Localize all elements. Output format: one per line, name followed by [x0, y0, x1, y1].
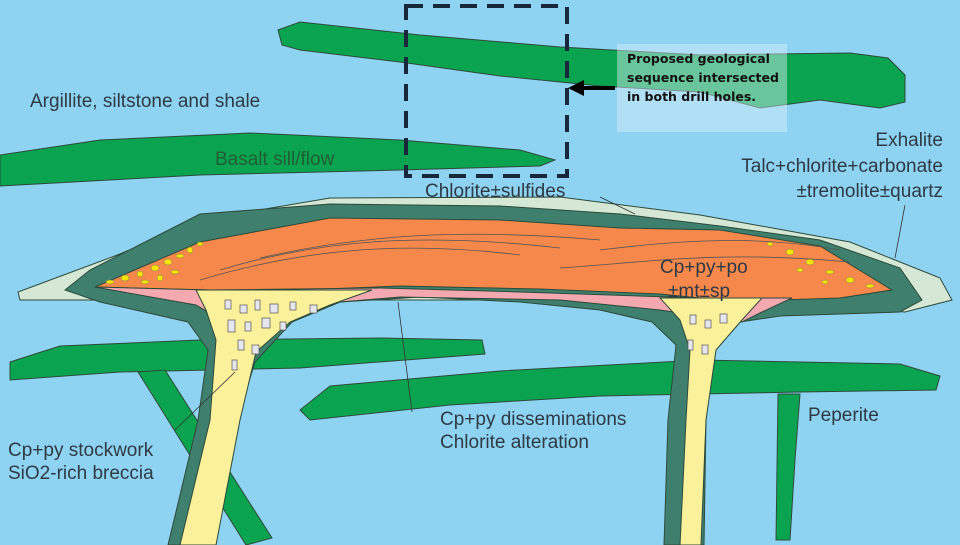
stockwork-left	[179, 289, 373, 545]
label-chlorite-sulfides: Chlorite±sulfides	[425, 181, 565, 202]
stockwork-right	[658, 297, 764, 545]
label-argillite: Argillite, siltstone and shale	[30, 91, 260, 112]
leader-lines	[174, 196, 906, 431]
upper-basalt-band	[277, 21, 906, 109]
lower-right-basalt	[299, 359, 941, 421]
label-massive-sulfide: Cp+py+po	[660, 257, 748, 278]
callout-box: Proposed geological sequence intersected…	[617, 44, 787, 132]
feeder-dike-right	[775, 393, 801, 541]
basalt-sill	[0, 132, 557, 187]
breccia-clasts	[224, 299, 728, 371]
callout-arrow	[568, 80, 615, 96]
label-disseminations: Cp+py disseminations	[440, 409, 626, 430]
callout-text: Proposed geological sequence intersected…	[627, 51, 779, 104]
label-basalt: Basalt sill/flow	[215, 149, 335, 170]
massive-sulfide-lens	[94, 217, 894, 301]
label-exhalite-accessory: ±tremolite±quartz	[796, 181, 943, 202]
label-peperite: Peperite	[808, 405, 879, 426]
target-zone-box	[404, 4, 569, 178]
label-chlorite-alteration: Chlorite alteration	[440, 432, 589, 453]
label-exhalite-mineralogy: Talc+chlorite+carbonate	[741, 156, 943, 177]
label-stockwork: Cp+py stockwork	[8, 440, 154, 461]
bedding-lines	[199, 233, 851, 281]
label-massive-sulfide-accessory: ±mt±sp	[668, 281, 730, 302]
label-exhalite: Exhalite	[875, 130, 943, 151]
label-breccia: SiO2-rich breccia	[8, 463, 154, 484]
sulfide-clasts	[105, 241, 875, 289]
